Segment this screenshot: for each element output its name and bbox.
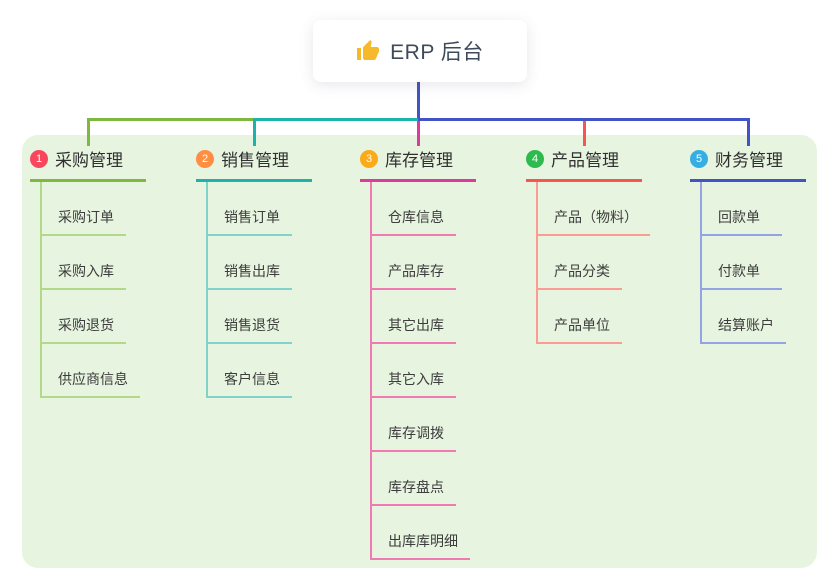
branch-children: 产品（物料）产品分类产品单位	[536, 182, 650, 344]
child-node[interactable]: 回款单	[702, 182, 782, 236]
child-node[interactable]: 其它入库	[372, 344, 456, 398]
branch-title: 库存管理	[385, 151, 453, 170]
connector-bus-middle	[254, 118, 418, 121]
connector-drop	[582, 121, 586, 146]
branch-number-badge: 2	[196, 149, 214, 168]
child-node[interactable]: 其它出库	[372, 290, 456, 344]
child-node[interactable]: 销售退货	[208, 290, 292, 344]
child-node[interactable]: 采购订单	[42, 182, 126, 236]
branch-children: 销售订单销售出库销售退货客户信息	[206, 182, 312, 398]
branch-number-badge: 1	[30, 149, 48, 168]
branch-title: 产品管理	[551, 151, 619, 170]
connector-drop	[746, 118, 750, 146]
connector-drop	[252, 118, 256, 146]
branch-node[interactable]: 3 库存管理	[360, 146, 476, 182]
thumbs-up-icon	[356, 39, 380, 63]
branch-node[interactable]: 1 采购管理	[30, 146, 146, 182]
branch-column: 5 财务管理回款单付款单结算账户	[690, 146, 806, 344]
child-node[interactable]: 结算账户	[702, 290, 786, 344]
branch-title: 采购管理	[55, 151, 123, 170]
connector-drop	[416, 121, 420, 146]
branch-children: 仓库信息产品库存其它出库其它入库库存调拨库存盘点出库库明细	[370, 182, 476, 560]
branch-number-badge: 5	[690, 149, 708, 168]
root-node[interactable]: ERP 后台	[313, 20, 527, 82]
child-node[interactable]: 付款单	[702, 236, 782, 290]
child-node[interactable]: 销售订单	[208, 182, 292, 236]
child-node[interactable]: 产品库存	[372, 236, 456, 290]
branch-number-badge: 3	[360, 149, 378, 168]
branch-node[interactable]: 5 财务管理	[690, 146, 806, 182]
child-node[interactable]: 采购退货	[42, 290, 126, 344]
branch-column: 1 采购管理采购订单采购入库采购退货供应商信息	[30, 146, 146, 398]
branch-column: 3 库存管理仓库信息产品库存其它出库其它入库库存调拨库存盘点出库库明细	[360, 146, 476, 560]
child-node[interactable]: 采购入库	[42, 236, 126, 290]
root-connector-stub	[416, 82, 420, 118]
branch-number-badge: 4	[526, 149, 544, 168]
child-node[interactable]: 库存调拨	[372, 398, 456, 452]
root-label: ERP 后台	[390, 41, 484, 64]
branches-panel	[22, 135, 817, 568]
branch-column: 4 产品管理产品（物料）产品分类产品单位	[526, 146, 650, 344]
child-node[interactable]: 出库库明细	[372, 506, 470, 560]
branch-node[interactable]: 2 销售管理	[196, 146, 312, 182]
child-node[interactable]: 库存盘点	[372, 452, 456, 506]
connector-drop	[86, 118, 90, 146]
child-node[interactable]: 产品单位	[538, 290, 622, 344]
branch-node[interactable]: 4 产品管理	[526, 146, 642, 182]
child-node[interactable]: 仓库信息	[372, 182, 456, 236]
connector-bus-right	[418, 118, 750, 121]
child-node[interactable]: 供应商信息	[42, 344, 140, 398]
branch-column: 2 销售管理销售订单销售出库销售退货客户信息	[196, 146, 312, 398]
child-node[interactable]: 产品分类	[538, 236, 622, 290]
child-node[interactable]: 客户信息	[208, 344, 292, 398]
branch-children: 回款单付款单结算账户	[700, 182, 806, 344]
branch-children: 采购订单采购入库采购退货供应商信息	[40, 182, 146, 398]
child-node[interactable]: 产品（物料）	[538, 182, 650, 236]
connector-bus-left	[86, 118, 254, 121]
branch-title: 销售管理	[221, 151, 289, 170]
branch-title: 财务管理	[715, 151, 783, 170]
child-node[interactable]: 销售出库	[208, 236, 292, 290]
